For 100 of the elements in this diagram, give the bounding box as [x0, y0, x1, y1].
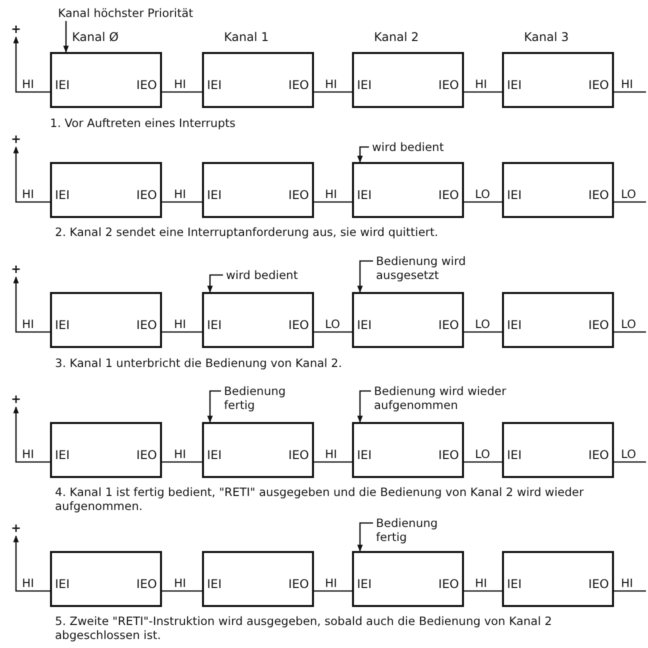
- signal-level-label: HI: [21, 78, 36, 90]
- output-pin-label: IEO: [288, 577, 309, 591]
- leader-arrow: [357, 390, 371, 423]
- leader-arrow: [63, 21, 69, 53]
- input-pin-label: IEI: [207, 577, 222, 591]
- signal-line: [314, 201, 352, 203]
- signal-level-label: HI: [474, 78, 488, 90]
- output-pin-label: IEO: [136, 448, 157, 462]
- signal-level-label: HI: [620, 78, 634, 90]
- signal-level-label: LO: [474, 448, 492, 460]
- signal-level-label: HI: [324, 78, 338, 90]
- annotation-text: Bedienung fertig: [224, 384, 304, 412]
- input-pin-label: IEI: [507, 577, 522, 591]
- signal-line: [13, 406, 50, 463]
- input-pin-label: IEI: [207, 318, 222, 332]
- output-pin-label: IEO: [438, 78, 459, 92]
- output-pin-label: IEO: [136, 78, 157, 92]
- signal-level-label: HI: [173, 78, 188, 90]
- supply-symbol: +: [10, 132, 22, 146]
- output-pin-label: IEO: [438, 448, 459, 462]
- annotation-text: wird bedient: [372, 140, 472, 154]
- output-pin-label: IEO: [588, 188, 609, 202]
- channel-heading: Kanal Ø: [72, 30, 119, 44]
- signal-level-label: HI: [21, 188, 36, 200]
- input-pin-label: IEI: [207, 188, 222, 202]
- input-pin-label: IEI: [357, 448, 372, 462]
- output-pin-label: IEO: [136, 577, 157, 591]
- annotation-text: Kanal höchster Priorität: [58, 6, 228, 20]
- annotation-text: Bedienung fertig: [376, 516, 456, 544]
- supply-symbol: +: [10, 22, 22, 36]
- leader-arrow: [207, 274, 223, 293]
- signal-level-label: HI: [21, 448, 36, 460]
- output-pin-label: IEO: [288, 318, 309, 332]
- signal-level-label: LO: [620, 188, 638, 200]
- signal-line: [13, 535, 50, 592]
- step-caption: 5. Zweite "RETI"-Instruktion wird ausgegeben, sobald auch die Bedienung von Kanal 2 abgeschlossen ist.: [55, 614, 553, 642]
- output-pin-label: IEO: [288, 188, 309, 202]
- step-caption: 4. Kanal 1 ist fertig bedient, "RETI" ausgegeben und die Bedienung von Kanal 2 wird wieder aufgenommen.: [55, 485, 585, 513]
- signal-line: [162, 201, 202, 203]
- signal-line: [314, 590, 352, 592]
- signal-line: [614, 201, 646, 203]
- signal-line: [614, 461, 646, 463]
- signal-line: [464, 590, 502, 592]
- signal-level-label: LO: [620, 448, 638, 460]
- signal-level-label: HI: [173, 318, 188, 330]
- input-pin-label: IEI: [507, 188, 522, 202]
- input-pin-label: IEI: [207, 78, 222, 92]
- signal-level-label: HI: [474, 577, 488, 589]
- output-pin-label: IEO: [588, 577, 609, 591]
- input-pin-label: IEI: [357, 577, 372, 591]
- input-pin-label: IEI: [55, 78, 70, 92]
- signal-line: [314, 91, 352, 93]
- step-caption: 1. Vor Auftreten eines Interrupts: [50, 116, 236, 130]
- output-pin-label: IEO: [438, 318, 459, 332]
- leader-arrow: [207, 390, 221, 423]
- output-pin-label: IEO: [588, 448, 609, 462]
- step-caption: 3. Kanal 1 unterbricht die Bedienung von Kanal 2.: [55, 356, 343, 370]
- signal-level-label: HI: [21, 318, 36, 330]
- signal-level-label: HI: [324, 448, 338, 460]
- output-pin-label: IEO: [136, 318, 157, 332]
- input-pin-label: IEI: [55, 318, 70, 332]
- signal-level-label: LO: [474, 188, 492, 200]
- output-pin-label: IEO: [288, 448, 309, 462]
- input-pin-label: IEI: [507, 78, 522, 92]
- signal-line: [314, 461, 352, 463]
- signal-line: [162, 590, 202, 592]
- input-pin-label: IEI: [55, 577, 70, 591]
- annotation-text: Bedienung wird ausgesetzt: [376, 254, 506, 282]
- signal-line: [464, 461, 502, 463]
- signal-level-label: HI: [21, 577, 36, 589]
- input-pin-label: IEI: [357, 318, 372, 332]
- annotation-text: wird bedient: [226, 268, 326, 282]
- signal-level-label: HI: [173, 188, 188, 200]
- signal-line: [162, 91, 202, 93]
- signal-line: [13, 36, 50, 93]
- supply-symbol: +: [10, 521, 22, 535]
- output-pin-label: IEO: [438, 577, 459, 591]
- output-pin-label: IEO: [288, 78, 309, 92]
- leader-arrow: [357, 146, 369, 163]
- signal-line: [464, 201, 502, 203]
- signal-level-label: LO: [620, 318, 638, 330]
- output-pin-label: IEO: [438, 188, 459, 202]
- input-pin-label: IEI: [55, 188, 70, 202]
- leader-arrow: [357, 260, 373, 293]
- signal-level-label: HI: [324, 188, 338, 200]
- supply-symbol: +: [10, 392, 22, 406]
- input-pin-label: IEI: [357, 188, 372, 202]
- signal-level-label: HI: [173, 577, 188, 589]
- signal-level-label: LO: [474, 318, 492, 330]
- supply-symbol: +: [10, 262, 22, 276]
- signal-level-label: HI: [620, 577, 634, 589]
- output-pin-label: IEO: [588, 78, 609, 92]
- signal-level-label: HI: [173, 448, 188, 460]
- input-pin-label: IEI: [55, 448, 70, 462]
- annotation-text: Bedienung wird wieder aufgenommen: [374, 384, 534, 412]
- channel-heading: Kanal 3: [524, 30, 569, 44]
- signal-line: [464, 331, 502, 333]
- signal-line: [464, 91, 502, 93]
- signal-line: [614, 91, 646, 93]
- output-pin-label: IEO: [588, 318, 609, 332]
